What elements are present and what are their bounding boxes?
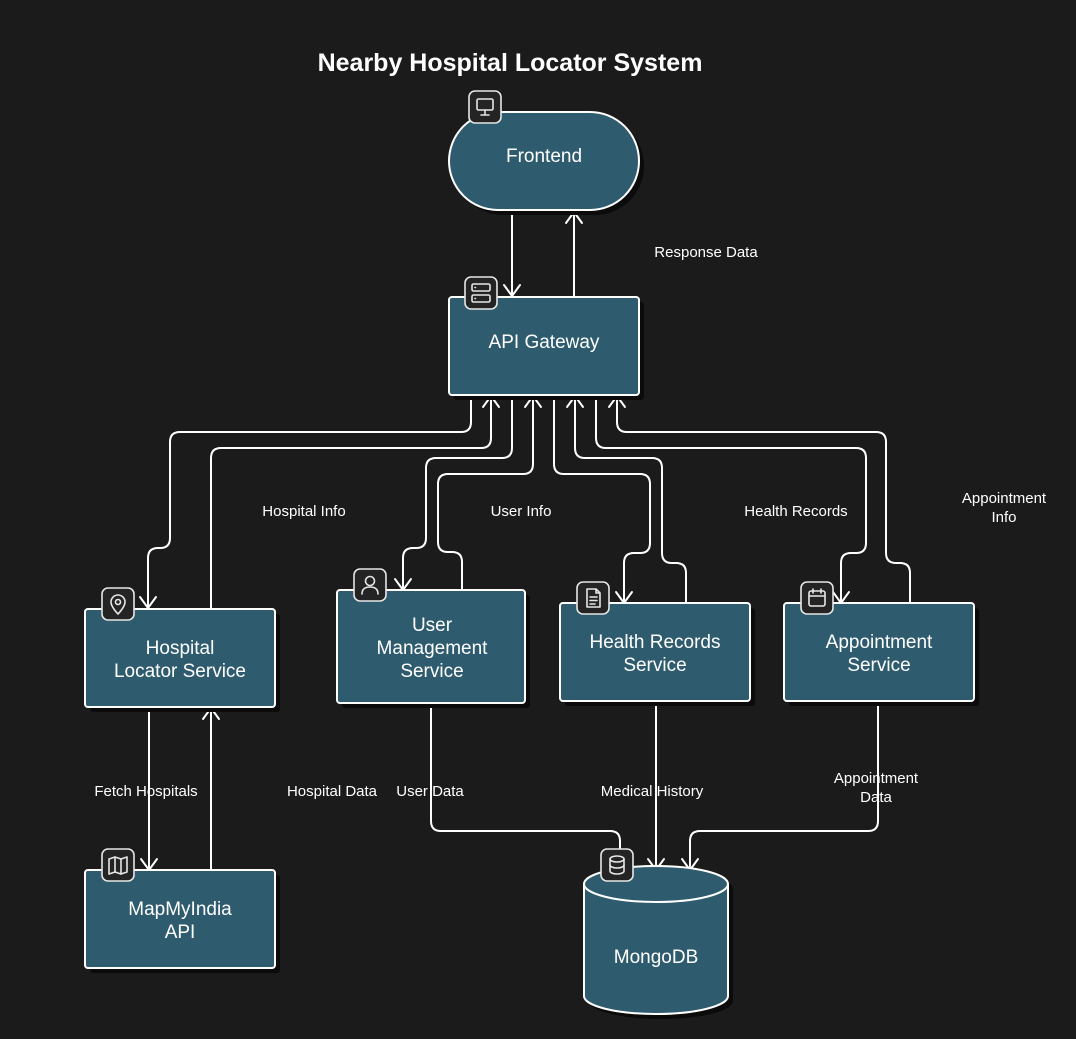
text-line: Service [623,655,686,676]
text-line: Medical History [601,783,704,800]
edge-gateway-to-appointment [595,396,867,604]
text-line: Appointment [834,770,919,787]
text-line: Data [860,789,892,806]
file-text-icon [576,581,610,615]
edge-user-management-to-mongodb [430,703,621,850]
text-line: Fetch Hospitals [94,783,197,800]
database-icon [600,848,634,882]
text-line: Health Records [590,632,721,653]
text-line: API [165,922,196,943]
text-line: MapMyIndia [128,899,232,920]
edge-gateway-to-hospital-locator [139,396,472,609]
edge-gateway-to-health-records [553,396,651,604]
monitor-icon [468,90,502,124]
server-icon [464,276,498,310]
edge-label-response-data: Response Data [654,244,758,261]
text-line: User [412,615,453,636]
text-line: Frontend [506,146,582,167]
text-line: Locator Service [114,661,246,682]
edge-label-hospital-data: Hospital Data [287,783,378,800]
svg-text:Frontend: Frontend [506,146,582,167]
map-pin-icon [101,587,135,621]
text-line: Info [991,509,1016,526]
diagram-title: Nearby Hospital Locator System [318,49,703,77]
edge-frontend-to-gateway [503,212,521,297]
calendar-icon [800,581,834,615]
edge-gateway-to-frontend [565,211,583,296]
edge-label-fetch-hospitals: Fetch Hospitals [94,783,197,800]
edge-labels: Response Data Hospital Info User Info He… [94,244,1047,806]
text-line: Hospital Info [262,503,345,520]
edge-label-health-records: Health Records [744,503,847,520]
text-line: Hospital [146,638,215,659]
text-line: MongoDB [614,947,699,968]
text-line: User Data [396,783,464,800]
edge-label-user-data: User Data [396,783,464,800]
text-line: User Info [491,503,552,520]
svg-text:MongoDB: MongoDB [614,947,699,968]
map-icon [101,848,135,882]
text-line: Hospital Data [287,783,378,800]
text-line: Response Data [654,244,758,261]
text-line: Appointment [962,490,1047,507]
text-line: Management [377,638,489,659]
edges [139,211,911,871]
node-api-gateway[interactable]: API Gateway [448,276,644,400]
edge-health-records-to-gateway [566,395,687,603]
node-mongodb[interactable]: MongoDB [583,848,733,1019]
edge-label-hospital-info: Hospital Info [262,503,345,520]
edge-label-medical-history: Medical History [601,783,704,800]
text-line: Appointment [826,632,933,653]
edge-appointment-to-gateway [608,395,911,603]
text-line: Service [847,655,910,676]
edge-mapmyindia-to-hospital-locator [202,707,220,870]
text-line: API Gateway [489,332,600,353]
text-line: Service [400,661,463,682]
svg-text:API Gateway: API Gateway [489,332,600,353]
user-icon [353,568,387,602]
edge-user-management-to-gateway [437,395,542,590]
edge-gateway-to-user-management [394,396,513,591]
node-frontend[interactable]: Frontend [448,90,644,215]
text-line: Health Records [744,503,847,520]
edge-label-user-info: User Info [491,503,552,520]
